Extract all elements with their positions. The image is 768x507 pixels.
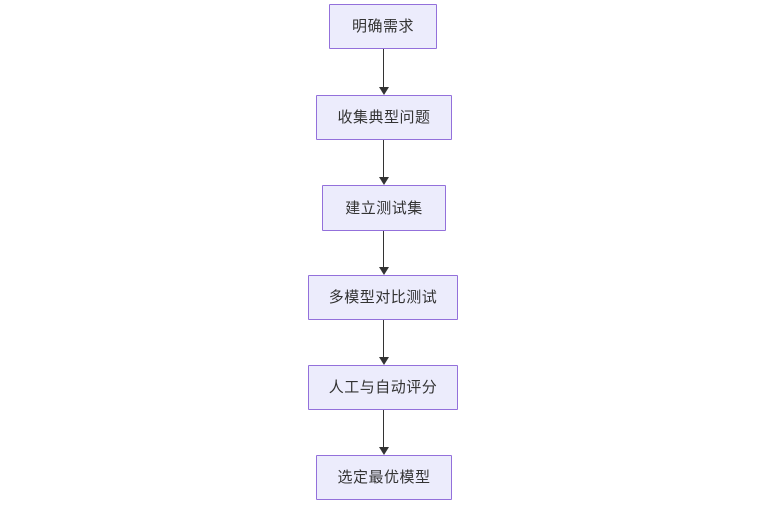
flow-node-label: 收集典型问题 — [337, 109, 431, 126]
flow-node-label: 人工与自动评分 — [328, 379, 438, 396]
flow-node-collect-typical-questions[interactable]: 收集典型问题 — [316, 95, 452, 140]
flow-node-label: 建立测试集 — [345, 199, 423, 217]
flow-node-clarify-requirements[interactable]: 明确需求 — [329, 4, 437, 49]
flow-node-select-best-model[interactable]: 选定最优模型 — [316, 455, 452, 500]
flow-node-manual-and-automatic-scoring[interactable]: 人工与自动评分 — [308, 365, 458, 410]
flow-node-multi-model-comparison-test[interactable]: 多模型对比测试 — [308, 275, 458, 320]
flow-node-label: 多模型对比测试 — [328, 289, 438, 306]
flow-node-label: 明确需求 — [351, 18, 414, 35]
edge-n3-n4 — [383, 231, 384, 268]
arrowhead-n5-n6 — [378, 447, 389, 455]
arrowhead-n4-n5 — [378, 357, 389, 365]
flow-node-label: 选定最优模型 — [337, 469, 431, 486]
flow-node-build-test-set[interactable]: 建立测试集 — [322, 185, 446, 231]
edge-n2-n3 — [383, 140, 384, 178]
edge-n4-n5 — [383, 320, 384, 358]
arrowhead-n1-n2 — [378, 87, 389, 95]
edge-n5-n6 — [383, 410, 384, 448]
arrowhead-n3-n4 — [378, 267, 389, 275]
arrowhead-n2-n3 — [378, 177, 389, 185]
edge-n1-n2 — [383, 49, 384, 88]
